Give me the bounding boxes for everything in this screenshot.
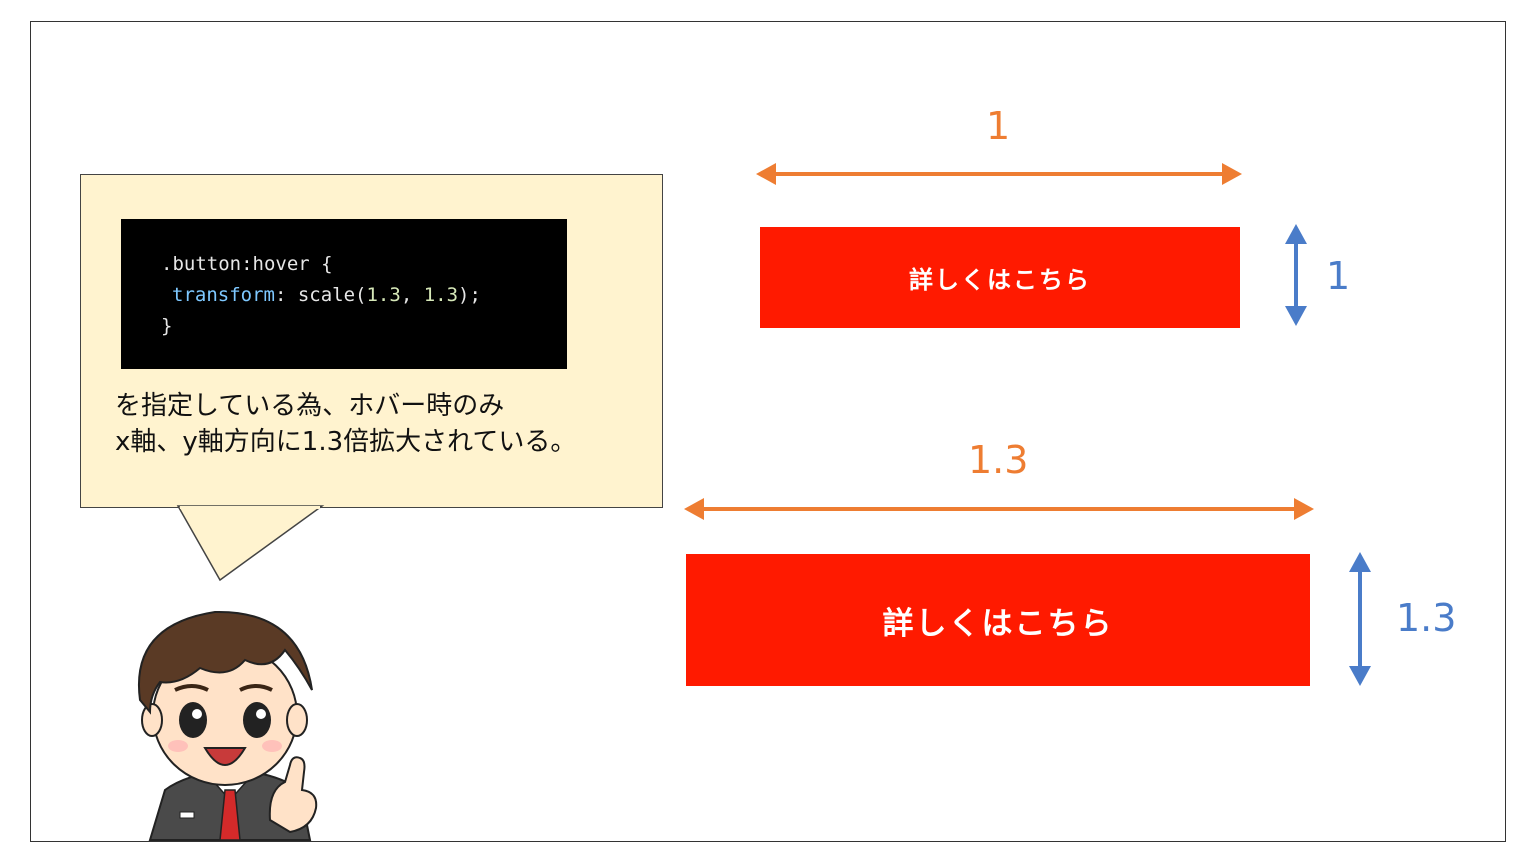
scaled-height-arrow [1349, 552, 1371, 686]
code-colon: : [274, 284, 298, 306]
code-value-y: 1.3 [423, 284, 459, 306]
code-value-x: 1.3 [366, 284, 401, 306]
code-separator: , [400, 284, 424, 306]
css-code-block: .button:hover {transform: scale(1.3, 1.3… [121, 219, 567, 369]
original-height-arrow [1285, 224, 1307, 326]
explanation-line-1: を指定している為、ホバー時のみ [115, 391, 505, 421]
code-declaration-line: transform: scale(1.3, 1.3); [161, 280, 567, 311]
explanation-text: を指定している為、ホバー時のみ x軸、y軸方向に1.3倍拡大されている。 [115, 388, 655, 460]
original-width-arrow [756, 163, 1242, 185]
code-function-close: ); [458, 284, 481, 306]
scaled-height-label: 1.3 [1396, 596, 1457, 640]
code-selector-line: .button:hover { [161, 253, 333, 275]
explanation-line-2: x軸、y軸方向に1.3倍拡大されている。 [115, 427, 577, 457]
scaled-width-label: 1.3 [968, 438, 1029, 482]
scaled-width-arrow [684, 498, 1314, 520]
original-height-label: 1 [1326, 254, 1351, 298]
original-button[interactable]: 詳しくはこちら [760, 227, 1240, 328]
code-function-open: scale( [297, 284, 367, 306]
scaled-button[interactable]: 詳しくはこちら [686, 554, 1310, 686]
code-property: transform [172, 284, 275, 306]
code-closing-brace: } [161, 315, 173, 337]
original-width-label: 1 [986, 104, 1011, 148]
